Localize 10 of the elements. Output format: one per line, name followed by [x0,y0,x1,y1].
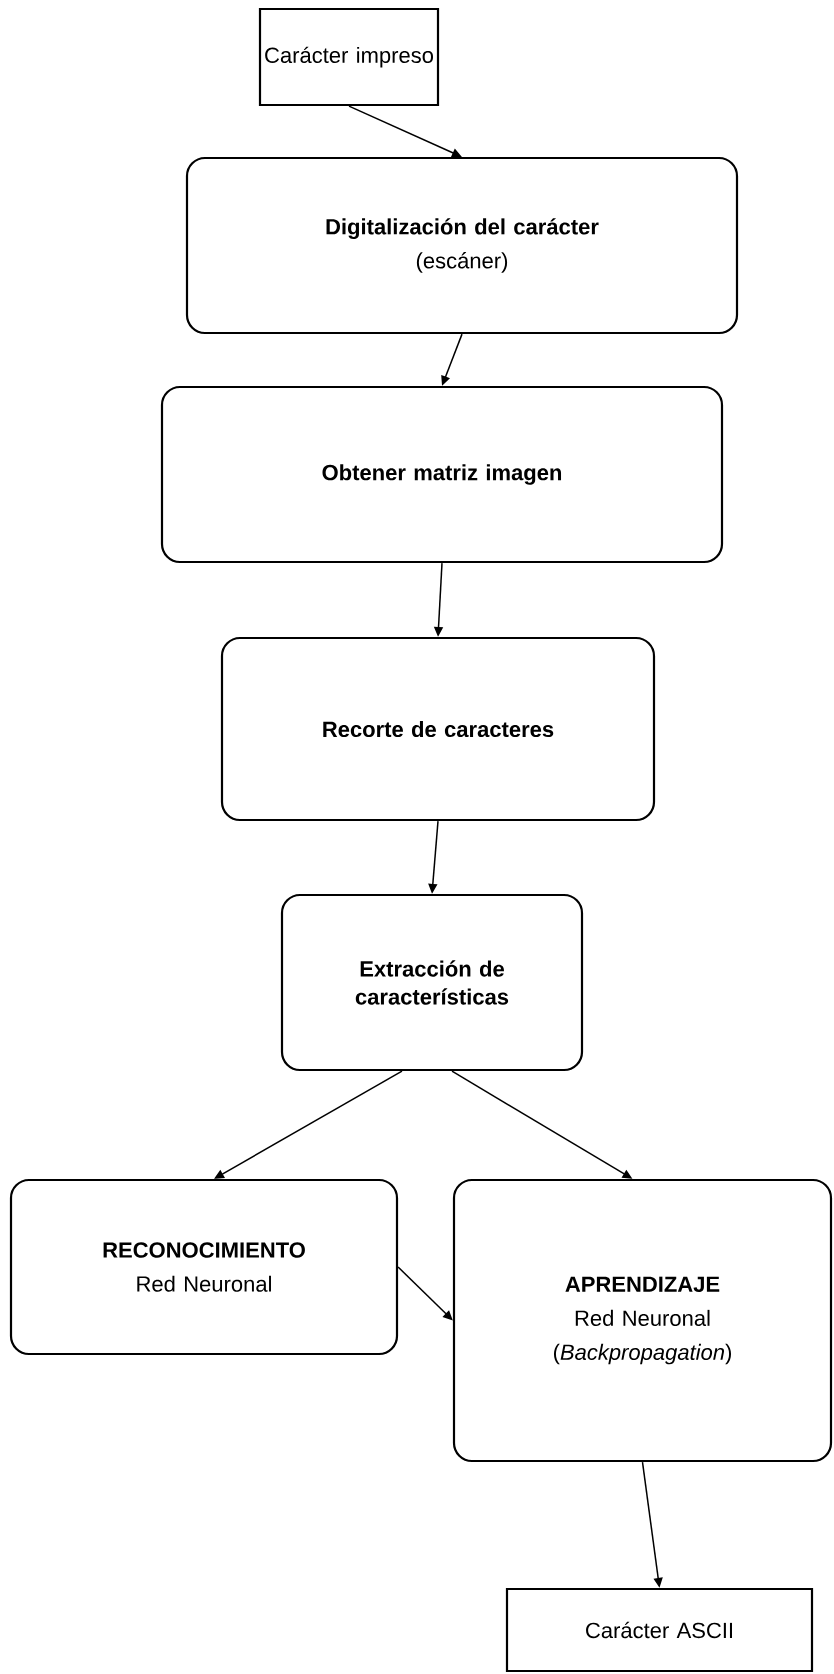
terminal-box: Carácter ASCII [505,1587,814,1673]
arrow [348,105,462,158]
arrow [214,1070,403,1179]
terminal-box: Carácter impreso [258,7,440,107]
process-box: Recorte de caracteres [220,636,656,822]
process-box: APRENDIZAJE Red Neuronal (Backpropagation) [452,1178,833,1463]
process-box: Digitalización del carácter (escáner) [185,156,739,335]
process-box: Obtener matriz imagen [160,385,724,564]
process-box: RECONOCIMIENTO Red Neuronal [9,1178,399,1356]
process-box: Extracción de características [280,893,584,1072]
